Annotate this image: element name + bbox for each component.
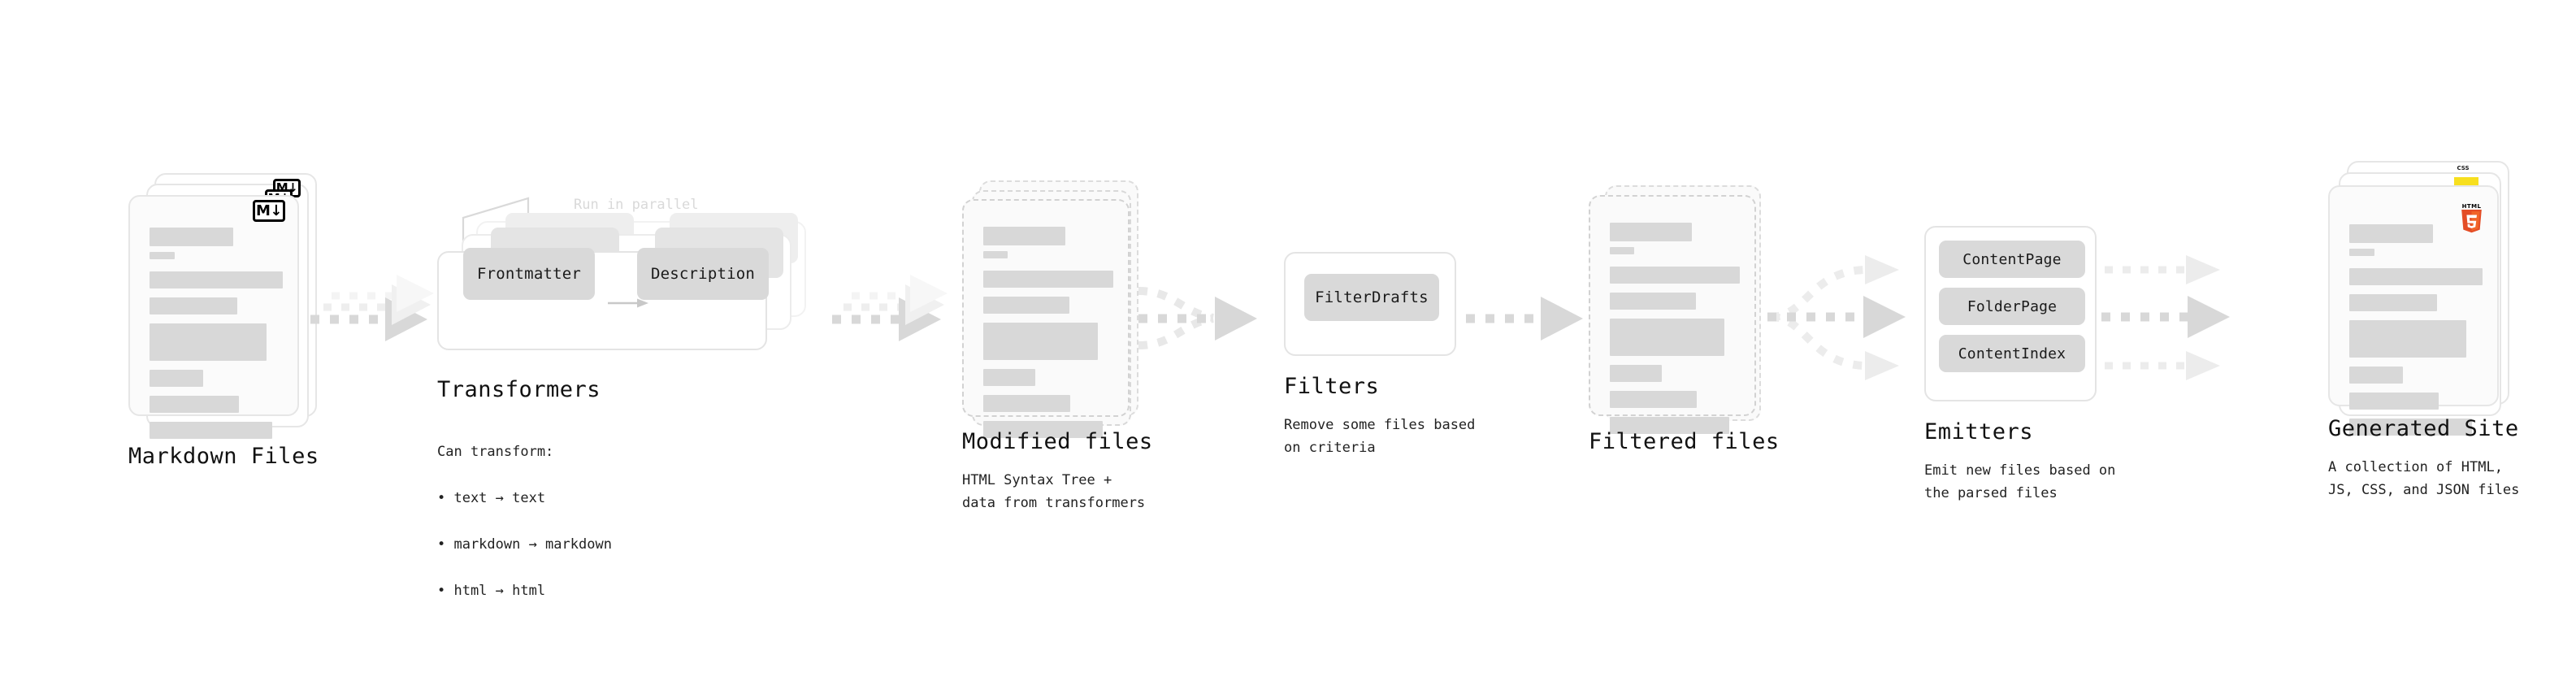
chip-folderpage[interactable]: FolderPage — [1939, 288, 2085, 325]
filtered-doc-skeleton — [1610, 223, 1740, 443]
caption-title-generated-site: Generated Site — [2328, 416, 2519, 441]
skeleton-heading — [150, 228, 234, 246]
connector-modified-to-filters — [1134, 268, 1280, 358]
stage-transformers: Run in parallel Frontmatter Description … — [423, 0, 861, 681]
filtered-doc-front — [1589, 195, 1756, 434]
skeleton-heading — [1610, 223, 1692, 241]
skeleton-line — [1610, 365, 1662, 382]
stage-markdown-files: M↓ M↓ M↓ Markdown Files — [0, 0, 325, 681]
skeleton-subheading — [2349, 249, 2375, 256]
connector-filters-to-filtered — [1463, 276, 1593, 349]
caption-sub-transformers: Can transform: • text → text • markdown … — [437, 417, 612, 626]
caption-sub-filters: Remove some files based on criteria — [1284, 417, 1476, 456]
chip-contentindex[interactable]: ContentIndex — [1939, 335, 2085, 372]
skeleton-line — [983, 369, 1035, 386]
skeleton-line — [150, 297, 238, 314]
skeleton-line — [1610, 293, 1696, 310]
chip-frontmatter[interactable]: Frontmatter — [463, 248, 595, 300]
stage-filters: FilterDrafts Filters Remove some files b… — [1268, 0, 1544, 681]
css-badge-label: CSS — [2457, 165, 2470, 171]
markdown-doc-skeleton — [150, 228, 283, 448]
stage-modified-files: Modified files HTML Syntax Tree + data f… — [935, 0, 1243, 681]
skeleton-line — [150, 396, 239, 413]
skeleton-line — [983, 421, 1104, 438]
chip-filterdrafts[interactable]: FilterDrafts — [1304, 274, 1439, 321]
skeleton-line — [1610, 391, 1698, 408]
stage-filtered-files: Filtered files — [1568, 0, 1861, 681]
skeleton-line — [2349, 294, 2438, 311]
skeleton-subheading — [150, 252, 176, 259]
skeleton-line — [2349, 268, 2483, 285]
modified-doc-front — [962, 199, 1130, 438]
caption-title-filtered-files: Filtered files — [1589, 429, 1780, 454]
connector-md-to-transformers — [307, 268, 445, 358]
run-in-parallel-label: Run in parallel — [574, 197, 699, 213]
transformer-group-front: Frontmatter Description — [437, 248, 769, 350]
skeleton-line — [983, 297, 1069, 314]
chip-contentpage[interactable]: ContentPage — [1939, 241, 2085, 278]
connector-transformers-to-modified — [829, 268, 967, 358]
skeleton-line — [983, 323, 1098, 360]
site-doc-skeleton — [2349, 224, 2483, 445]
skeleton-line — [2349, 393, 2439, 410]
caption-title-modified-files: Modified files — [962, 429, 1153, 454]
skeleton-line — [1610, 319, 1724, 356]
caption-sub-generated-site: A collection of HTML, JS, CSS, and JSON … — [2328, 459, 2520, 498]
skeleton-line — [150, 370, 203, 387]
modified-doc-skeleton — [983, 227, 1113, 447]
caption-title-emitters: Emitters — [1924, 419, 2034, 445]
connector-filtered-to-emitters — [1759, 236, 1938, 398]
emitters-box: ContentPage FolderPage ContentIndex — [1924, 226, 2097, 401]
skeleton-line — [150, 271, 283, 288]
stage-generated-site: CSS HTML Generate — [2267, 0, 2576, 681]
transform-bullet-text: • text → text — [437, 489, 546, 506]
skeleton-line — [2349, 320, 2467, 358]
caption-title-transformers: Transformers — [437, 377, 601, 402]
skeleton-line — [2349, 367, 2403, 384]
transform-bullet-html: • html → html — [437, 582, 546, 599]
caption-title-markdown-files: Markdown Files — [128, 444, 319, 469]
stage-emitters: ContentPage FolderPage ContentIndex Emit… — [1910, 0, 2210, 681]
skeleton-heading — [2349, 224, 2434, 243]
connector-emitters-to-site — [2097, 236, 2267, 398]
skeleton-line — [983, 271, 1113, 288]
skeleton-subheading — [983, 251, 1008, 258]
skeleton-line — [983, 395, 1071, 412]
run-in-parallel-bracket — [462, 193, 567, 244]
markdown-badge-front: M↓ — [253, 200, 285, 222]
chip-description[interactable]: Description — [637, 248, 769, 300]
html5-badge-label: HTML — [2461, 203, 2482, 210]
skeleton-line — [1610, 417, 1730, 434]
markdown-doc-front — [128, 195, 299, 439]
caption-title-filters: Filters — [1284, 374, 1380, 399]
filters-box: FilterDrafts — [1284, 252, 1456, 356]
skeleton-line — [2349, 419, 2472, 436]
skeleton-subheading — [1610, 247, 1635, 254]
transformer-inner-arrow — [608, 297, 650, 309]
html5-badge: HTML — [2458, 203, 2485, 233]
skeleton-line — [150, 323, 267, 361]
skeleton-heading — [983, 227, 1065, 245]
transform-heading: Can transform: — [437, 443, 554, 460]
transform-bullet-markdown: • markdown → markdown — [437, 536, 612, 553]
caption-sub-modified-files: HTML Syntax Tree + data from transformer… — [962, 472, 1146, 511]
html5-shield-icon — [2461, 210, 2482, 233]
skeleton-line — [150, 422, 272, 439]
skeleton-line — [1610, 267, 1740, 284]
caption-sub-emitters: Emit new files based on the parsed files — [1924, 462, 2116, 501]
